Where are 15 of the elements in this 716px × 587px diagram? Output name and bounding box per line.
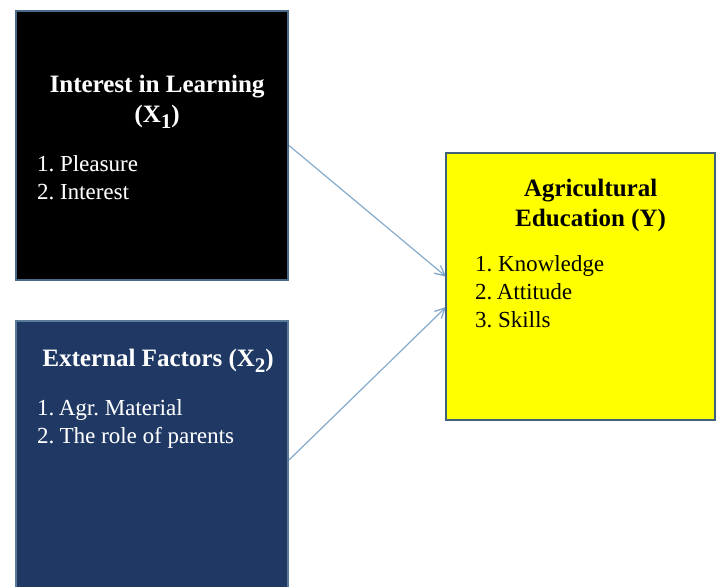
list-item: 2. The role of parents <box>37 422 235 450</box>
list-item: 2. Interest <box>37 178 130 206</box>
list-item: 1. Knowledge <box>475 250 606 278</box>
list-item: 1. Pleasure <box>37 150 139 178</box>
list-item: 3. Skills <box>475 306 552 334</box>
box-heading: Interest in Learning (X$_{1}$) <box>48 70 266 134</box>
factor-box <box>445 152 716 421</box>
box-heading: External Factors (X$_{2}$) <box>41 344 275 378</box>
list-item: 1. Agr. Material <box>37 394 184 422</box>
factor-box <box>15 10 289 281</box>
factor-box <box>15 320 289 587</box>
list-item: 2. Attitude <box>475 278 574 306</box>
arrow <box>288 145 446 276</box>
box-heading: Agricultural Education (Y) <box>514 174 667 234</box>
arrow <box>288 307 446 460</box>
